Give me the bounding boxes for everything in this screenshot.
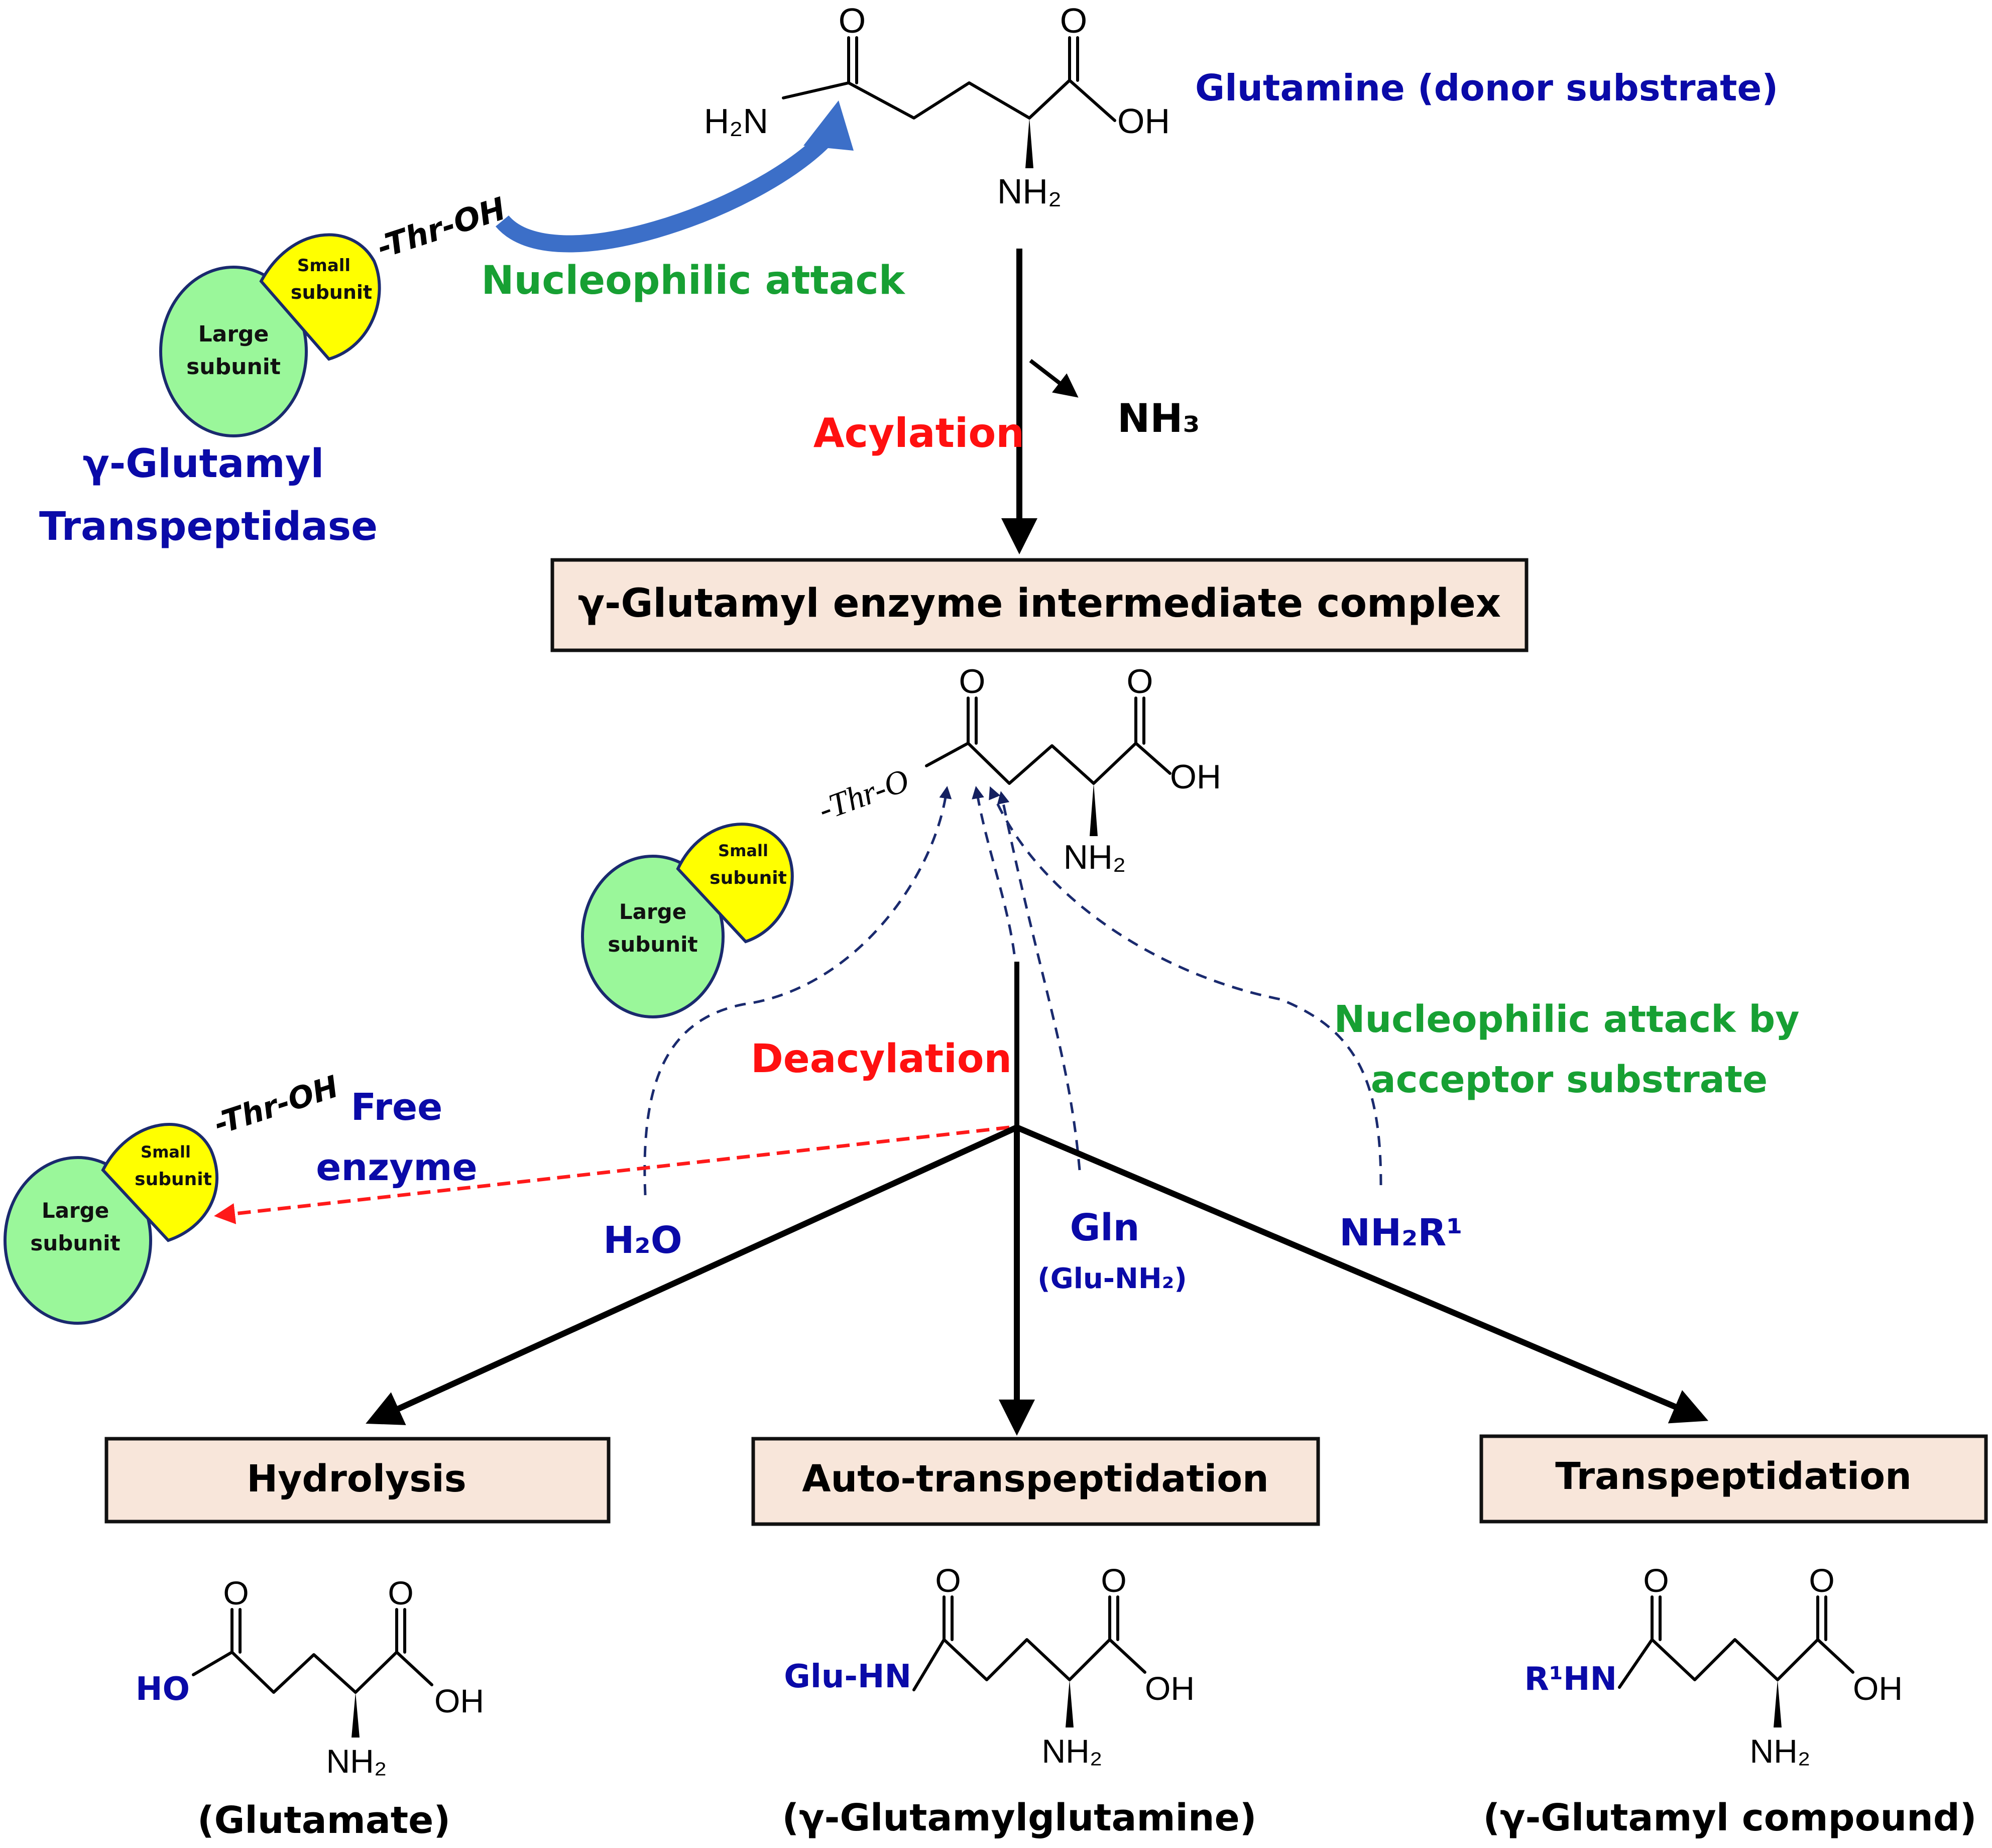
glutamate-oh: OH — [434, 1682, 484, 1719]
large-subunit-label-1: Large — [619, 899, 686, 924]
glutamylglutamine-o2: O — [1101, 1562, 1126, 1599]
enzyme-middle: Small subunit Large subunit — [581, 823, 794, 1018]
acceptor-attack-label-1: Nucleophilic attack by — [1334, 998, 1800, 1041]
free-enzyme-label-2: enzyme — [316, 1146, 477, 1189]
free-enzyme-label-1: Free — [351, 1086, 443, 1129]
large-subunit-label-2: subunit — [608, 932, 697, 957]
enzyme-name-line1: γ-Glutamyl — [83, 441, 324, 487]
glutamylglutamine-product-label: (γ-Glutamylglutamine) — [782, 1796, 1256, 1839]
glutamate-o1: O — [223, 1574, 249, 1611]
small-subunit-label-1: Small — [718, 841, 768, 860]
glutamyl-compound-o1: O — [1643, 1562, 1669, 1599]
water-attack-dashed-arrow — [643, 786, 952, 1196]
glutamate-group: HO — [136, 1671, 190, 1708]
nucleophilic-attack-label: Nucleophilic attack — [481, 258, 905, 303]
outcome-auto-transpeptidation: Auto-transpeptidation — [751, 1437, 1320, 1526]
acceptor-gln: Gln — [1070, 1206, 1140, 1249]
intermediate-label: γ-Glutamyl enzyme intermediate complex — [578, 581, 1501, 626]
nh3-label: NH₃ — [1117, 396, 1200, 441]
outcome-transpeptidation: Transpeptidation — [1479, 1434, 1988, 1524]
glutamine-donor-label: Glutamine (donor substrate) — [1195, 67, 1778, 109]
glutamine-amide-o: O — [839, 1, 866, 40]
glutamine-structure: O O H₂N OH NH₂ — [704, 1, 1170, 211]
glutamylglutamine-o1: O — [935, 1562, 961, 1599]
small-subunit-label-2: subunit — [291, 281, 372, 303]
glutamate-structure: O O HO OH NH₂ (Glutamate) — [136, 1574, 484, 1842]
large-subunit — [159, 266, 308, 437]
glutamine-acid-o: O — [1060, 1, 1087, 40]
acyl-enzyme-structure: O O OH NH₂ — [925, 662, 1221, 876]
thr-oh-label: -Thr-OH — [373, 190, 510, 266]
glutamine-nh2: NH₂ — [997, 172, 1062, 211]
outcome-hydrolysis: Hydrolysis — [104, 1437, 611, 1524]
small-subunit-label-2: subunit — [135, 1169, 212, 1190]
free-thr-oh-label: -Thr-OH — [210, 1069, 343, 1142]
outcome-process-label: Hydrolysis — [247, 1457, 466, 1500]
transpeptidation-branch-arrow — [1015, 1124, 1709, 1424]
acylation-label: Acylation — [813, 410, 1024, 456]
enzyme-name-line2: Transpeptidase — [39, 504, 378, 549]
small-subunit-label-1: Small — [297, 256, 350, 276]
large-subunit-label-1: Large — [42, 1198, 109, 1223]
nh3-release-arrow — [1029, 359, 1079, 398]
intermediate-nh2: NH₂ — [1064, 838, 1126, 876]
small-subunit-label-2: subunit — [710, 868, 787, 888]
gln-attack-dashed-arrow — [997, 791, 1081, 1171]
glutamyl-compound-group: R¹HN — [1525, 1661, 1617, 1698]
enzyme-free: Small subunit Large subunit -Thr-OH — [4, 1069, 343, 1325]
glutamine-h2n: H₂N — [704, 101, 768, 141]
enzyme-top: Small subunit Large subunit -Thr-OH γ-Gl… — [39, 190, 510, 549]
acceptor-attack-label-2: acceptor substrate — [1371, 1058, 1768, 1101]
glutamyl-compound-o2: O — [1809, 1562, 1834, 1599]
glutamyl-compound-product-label: (γ-Glutamyl compound) — [1483, 1796, 1976, 1839]
small-subunit — [101, 1123, 219, 1242]
gln-attack-dashed-arrow-2 — [972, 786, 1016, 955]
acceptor-water: H₂O — [603, 1219, 682, 1262]
thr-o-label: -Thr-O — [813, 762, 913, 828]
large-subunit-label-1: Large — [198, 321, 269, 347]
glutamate-product-label: (Glutamate) — [197, 1799, 450, 1842]
large-subunit-label-2: subunit — [30, 1231, 120, 1255]
intermediate-o1: O — [959, 662, 986, 701]
small-subunit — [259, 233, 381, 361]
acceptor-amine: NH₂R¹ — [1339, 1211, 1463, 1254]
small-subunit-label-1: Small — [141, 1142, 191, 1162]
glutamate-o2: O — [388, 1574, 413, 1611]
glutamyl-compound-nh2: NH₂ — [1750, 1732, 1811, 1770]
intermediate-box: γ-Glutamyl enzyme intermediate complex — [550, 558, 1529, 652]
large-subunit — [581, 855, 725, 1018]
glutamyl-compound-oh: OH — [1853, 1670, 1903, 1707]
outcome-process-label: Auto-transpeptidation — [802, 1457, 1268, 1500]
glutamylglutamine-oh: OH — [1145, 1670, 1195, 1707]
glutamylglutamine-structure: O O Glu-HN OH NH₂ (γ-Glutamylglutamine) — [782, 1562, 1256, 1839]
small-subunit — [676, 823, 794, 944]
intermediate-o2: O — [1127, 662, 1153, 701]
intermediate-oh: OH — [1170, 758, 1221, 796]
large-subunit-label-2: subunit — [186, 354, 281, 380]
glutamine-oh: OH — [1117, 101, 1170, 141]
hydrolysis-branch-arrow — [366, 1124, 1018, 1425]
glutamylglutamine-group: Glu-HN — [784, 1658, 911, 1695]
glutamyl-compound-structure: O O R¹HN OH NH₂ (γ-Glutamyl compound) — [1483, 1562, 1976, 1839]
nucleophilic-attack-arrow — [495, 100, 854, 253]
deacylation-label: Deacylation — [751, 1036, 1012, 1082]
acceptor-gln-sub: (Glu-NH₂) — [1037, 1262, 1187, 1295]
amine-attack-dashed-arrow — [989, 786, 1382, 1186]
free-enzyme-dashed-arrow — [214, 1125, 1010, 1224]
outcome-process-label: Transpeptidation — [1555, 1455, 1912, 1498]
glutamylglutamine-nh2: NH₂ — [1042, 1732, 1103, 1770]
glutamate-nh2: NH₂ — [326, 1743, 387, 1780]
large-subunit — [4, 1156, 152, 1325]
